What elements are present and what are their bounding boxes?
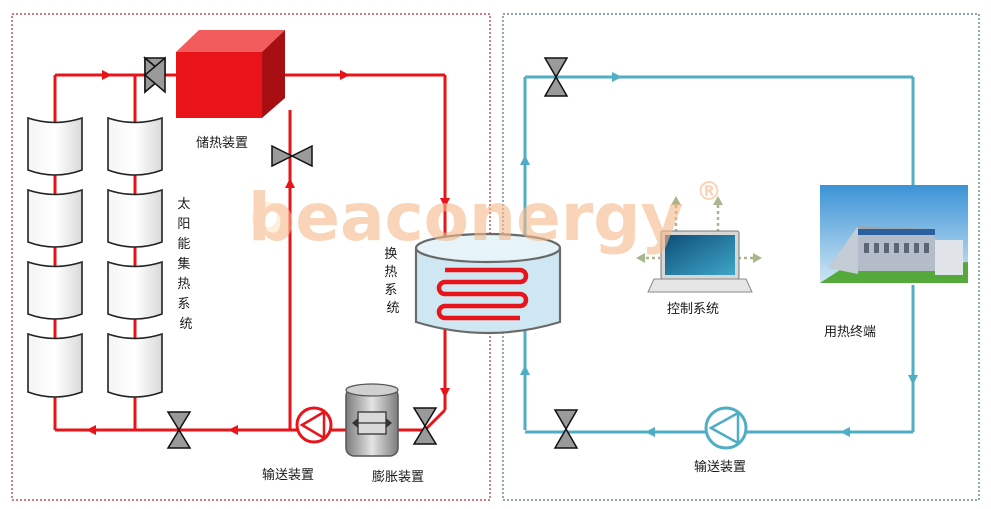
valve-icon	[412, 407, 438, 445]
label-expansion: 膨胀装置	[372, 470, 424, 485]
pump-icon	[295, 406, 333, 444]
heat-storage-cube-icon	[176, 30, 285, 118]
valve-icon	[271, 144, 313, 168]
valve-icon	[143, 56, 167, 94]
collector-panel	[27, 260, 83, 320]
label-heat-exchange: 换 热 系 统	[384, 247, 401, 316]
collector-panel	[27, 188, 83, 248]
heating-coil	[436, 267, 529, 321]
collector-panel	[107, 188, 163, 248]
label-control-system: 控制系统	[667, 302, 719, 317]
label-solar-collector: 太 阳 能 集 热 系 统	[177, 197, 194, 332]
expansion-tank-icon	[345, 383, 399, 457]
label-heat-storage: 储热装置	[196, 136, 248, 151]
collector-panel	[107, 332, 163, 398]
collector-panel	[107, 260, 163, 320]
svg-text:®: ®	[696, 177, 722, 207]
factory-building-icon	[820, 185, 968, 283]
valve-icon	[543, 57, 569, 97]
label-pump-left: 输送装置	[262, 467, 314, 483]
hot-loop-arrows	[86, 70, 450, 435]
cold-loop-arrows	[520, 72, 918, 437]
pump-icon	[704, 406, 748, 450]
valve-icon	[166, 411, 192, 449]
beaconergy-watermark: beaconergy ®	[248, 177, 722, 256]
label-pump-right: 输送装置	[694, 459, 746, 475]
heat-exchanger-tank-icon	[414, 232, 562, 335]
solar-collector-array	[27, 116, 163, 398]
collector-panel	[107, 116, 163, 176]
collector-panel	[27, 116, 83, 176]
valve-icon	[553, 409, 579, 449]
svg-text:beaconergy: beaconergy	[248, 179, 684, 256]
collector-panel	[27, 332, 83, 398]
laptop-icon	[636, 196, 762, 293]
label-end-use: 用热终端	[824, 324, 876, 340]
